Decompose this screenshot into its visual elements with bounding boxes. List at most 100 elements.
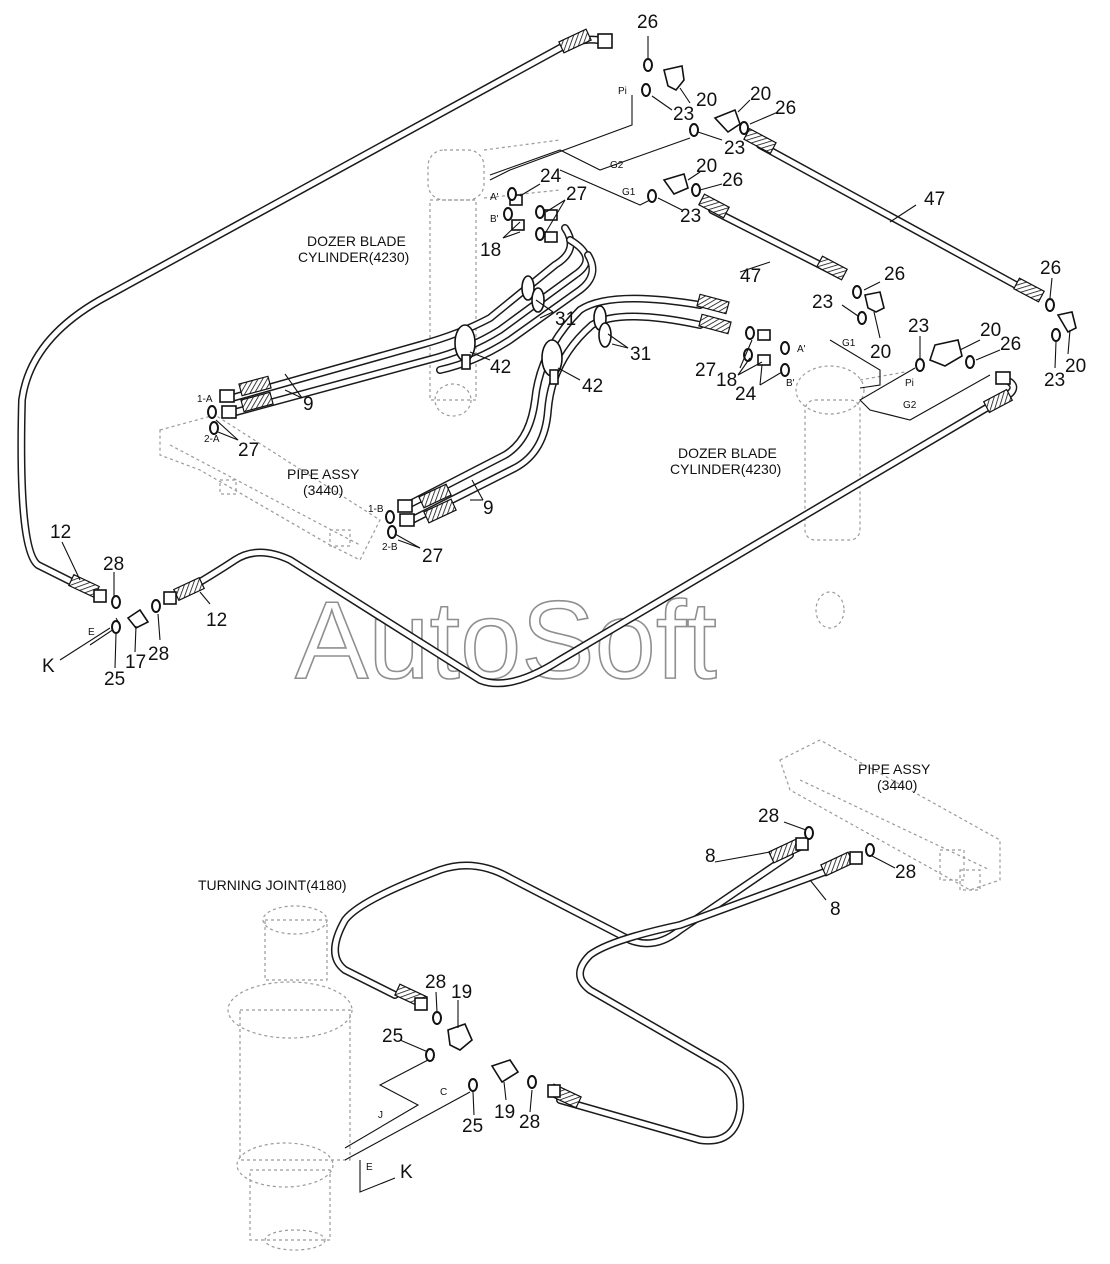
dozer-blade-cylinder-left-ghost	[427, 139, 561, 417]
port-1b: 1-B	[368, 504, 384, 515]
hose-8-loop-right	[556, 866, 834, 1145]
callout: 27	[422, 546, 443, 567]
callout: 12	[50, 522, 71, 543]
hose-9-right-a	[404, 294, 704, 509]
dozer-cylinder-right-title-l2: CYLINDER(4230)	[670, 461, 781, 477]
o-rings-upper	[111, 58, 1061, 634]
titles: DOZER BLADE CYLINDER(4230) DOZER BLADE C…	[198, 233, 931, 893]
port-2a: 2-A	[204, 434, 220, 445]
dozer-cylinder-left-title-l1: DOZER BLADE	[307, 233, 406, 249]
callout: 24	[735, 384, 757, 405]
callout: 27	[566, 184, 587, 205]
dozer-cylinder-left-title-l2: CYLINDER(4230)	[298, 249, 409, 265]
callout: 9	[483, 498, 494, 519]
callout: 26	[1000, 334, 1021, 355]
port-1a: 1-A	[197, 394, 213, 405]
hose-end-fittings	[67, 28, 1045, 605]
port-2b: 2-B	[382, 542, 398, 553]
callout: 27	[695, 360, 716, 381]
pipe-assy-lower-title-l1: PIPE ASSY	[858, 761, 931, 777]
port-g1-right: G1	[842, 338, 856, 349]
callout-numbers: 26 20 23 20 26 23 20 26 23 47 47 24 27 1…	[42, 12, 1086, 1183]
port-lines-upper	[89, 95, 991, 646]
port-pi-right: Pi	[905, 378, 914, 389]
callout: 17	[125, 652, 146, 673]
callout: 31	[630, 344, 651, 365]
callout: 20	[696, 156, 717, 177]
callout: 28	[519, 1112, 540, 1133]
callout: 24	[540, 166, 562, 187]
port-a-right: A'	[797, 344, 806, 355]
callout: 19	[494, 1102, 515, 1123]
dozer-cylinder-right-title-l1: DOZER BLADE	[678, 445, 777, 461]
callout: 28	[148, 644, 169, 665]
callout: 31	[555, 309, 576, 330]
pipe-assy-upper-ghost	[159, 414, 381, 561]
callout: 20	[980, 320, 1001, 341]
callout: 27	[238, 440, 259, 461]
fittings-lower	[394, 826, 875, 1109]
turning-joint-ghost	[227, 905, 353, 1251]
port-b-right: B'	[786, 378, 795, 389]
callout: 42	[582, 376, 603, 397]
callout: 8	[705, 846, 716, 867]
leader-lines-lower	[399, 821, 896, 1116]
turning-joint-title: TURNING JOINT(4180)	[198, 877, 347, 893]
callout: 19	[451, 982, 472, 1003]
callout: 28	[895, 862, 916, 883]
port-g2-top: G2	[610, 160, 624, 171]
clamps-42	[454, 275, 612, 385]
port-j-lower: J	[378, 1110, 383, 1121]
adapters-upper	[126, 65, 1077, 630]
callout: 26	[722, 170, 743, 191]
callout: 23	[908, 316, 929, 337]
callout: 47	[924, 189, 945, 210]
callout: 18	[716, 370, 737, 391]
hoses-lower	[331, 851, 834, 1145]
callout: 18	[480, 240, 501, 261]
pipe-assy-upper-title-l2: (3440)	[303, 482, 343, 498]
port-e-upper: E	[88, 627, 95, 638]
callout: 28	[425, 972, 446, 993]
port-g1-top: G1	[622, 187, 636, 198]
pipe-assy-lower-ghost	[779, 739, 1001, 891]
dozer-blade-cylinder-right-ghost	[795, 365, 906, 629]
callout: 25	[462, 1116, 483, 1137]
clamps-31-right	[593, 305, 612, 348]
callout: 28	[758, 806, 779, 827]
callout: 42	[490, 357, 511, 378]
callout: 23	[812, 292, 833, 313]
callout: 28	[103, 554, 124, 575]
callout: 20	[696, 90, 717, 111]
callout: 20	[870, 342, 891, 363]
leader-lines-upper	[59, 36, 1071, 669]
callout: 26	[775, 98, 796, 119]
port-b-left: B'	[490, 214, 499, 225]
port-labels: Pi G2 G1 A' B' A' B' G1 Pi G2 1-A 2-A 1-…	[88, 86, 917, 1173]
port-c-lower: C	[440, 1087, 447, 1098]
callout: 26	[884, 264, 905, 285]
hose-8-loop-left	[331, 851, 794, 999]
port-g2-right: G2	[903, 400, 917, 411]
ghost-components	[159, 139, 1001, 1251]
callout: 23	[724, 138, 745, 159]
callout: 25	[382, 1026, 403, 1047]
port-a-left: A'	[490, 192, 499, 203]
callout: 20	[1065, 356, 1086, 377]
port-pi-top: Pi	[618, 86, 627, 97]
pipe-assy-upper-title-l1: PIPE ASSY	[287, 466, 360, 482]
callout: 26	[1040, 258, 1061, 279]
callout: 25	[104, 669, 125, 690]
callout: 23	[1044, 370, 1065, 391]
callout: K	[400, 1162, 413, 1183]
callout: 23	[673, 104, 694, 125]
callout: 23	[680, 206, 701, 227]
callout: K	[42, 656, 55, 677]
clamps-31-left	[521, 275, 545, 313]
hose-12-loop	[17, 35, 602, 596]
callout: 12	[206, 610, 227, 631]
port-e-lower: E	[366, 1162, 373, 1173]
callout: 20	[750, 84, 771, 105]
callout: 26	[637, 12, 658, 33]
